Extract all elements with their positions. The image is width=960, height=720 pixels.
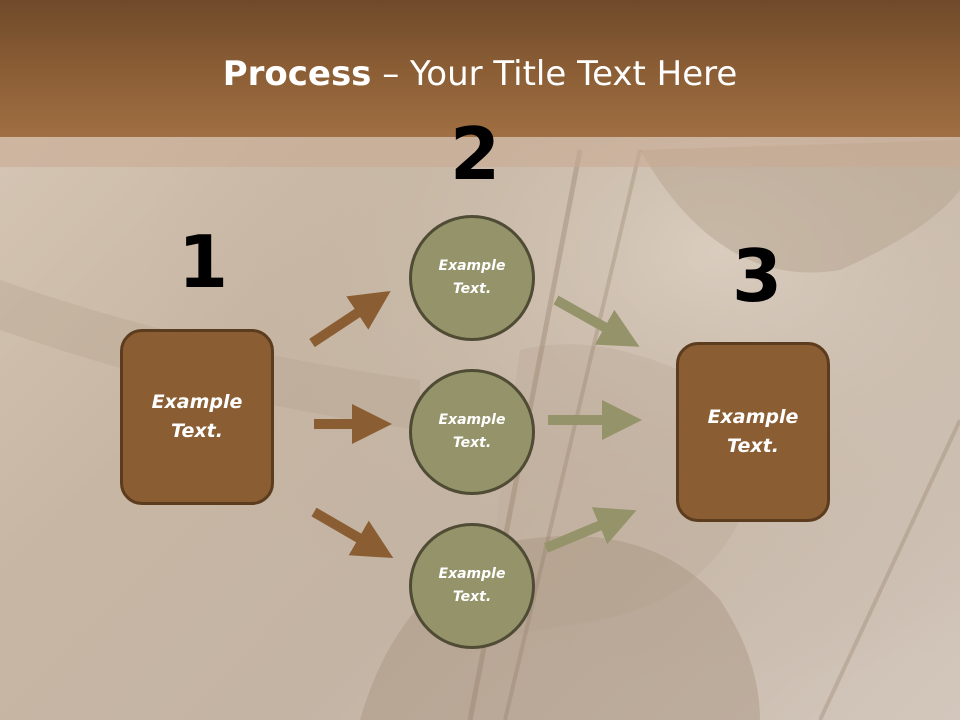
step-number-1: 1 xyxy=(178,220,229,304)
step-2-circle-top-text: Example Text. xyxy=(438,258,506,297)
slide-title: Process – Your Title Text Here xyxy=(0,52,960,96)
step-3-text: Example Text. xyxy=(707,406,799,457)
arrow-2-bottom-to-3 xyxy=(544,507,637,553)
step-1-box: Example Text. xyxy=(120,329,274,505)
title-rest: – Your Title Text Here xyxy=(371,54,738,94)
title-bar-band xyxy=(0,137,960,167)
arrow-1-to-2-bottom xyxy=(311,507,394,559)
arrow-2-top-to-3 xyxy=(553,295,640,347)
step-2-circle-top: Example Text. xyxy=(409,215,535,341)
step-2-circle-bottom-text: Example Text. xyxy=(438,566,506,605)
step-number-3: 3 xyxy=(732,234,783,318)
arrow-1-to-2-top xyxy=(309,290,391,348)
step-2-circle-middle-text: Example Text. xyxy=(438,412,506,451)
step-1-text: Example Text. xyxy=(151,391,243,442)
title-bar xyxy=(0,0,960,137)
step-number-2: 2 xyxy=(450,112,501,196)
step-2-circle-middle: Example Text. xyxy=(409,369,535,495)
step-2-circle-bottom: Example Text. xyxy=(409,523,535,649)
title-bold: Process xyxy=(222,54,372,94)
step-3-box: Example Text. xyxy=(676,342,830,522)
